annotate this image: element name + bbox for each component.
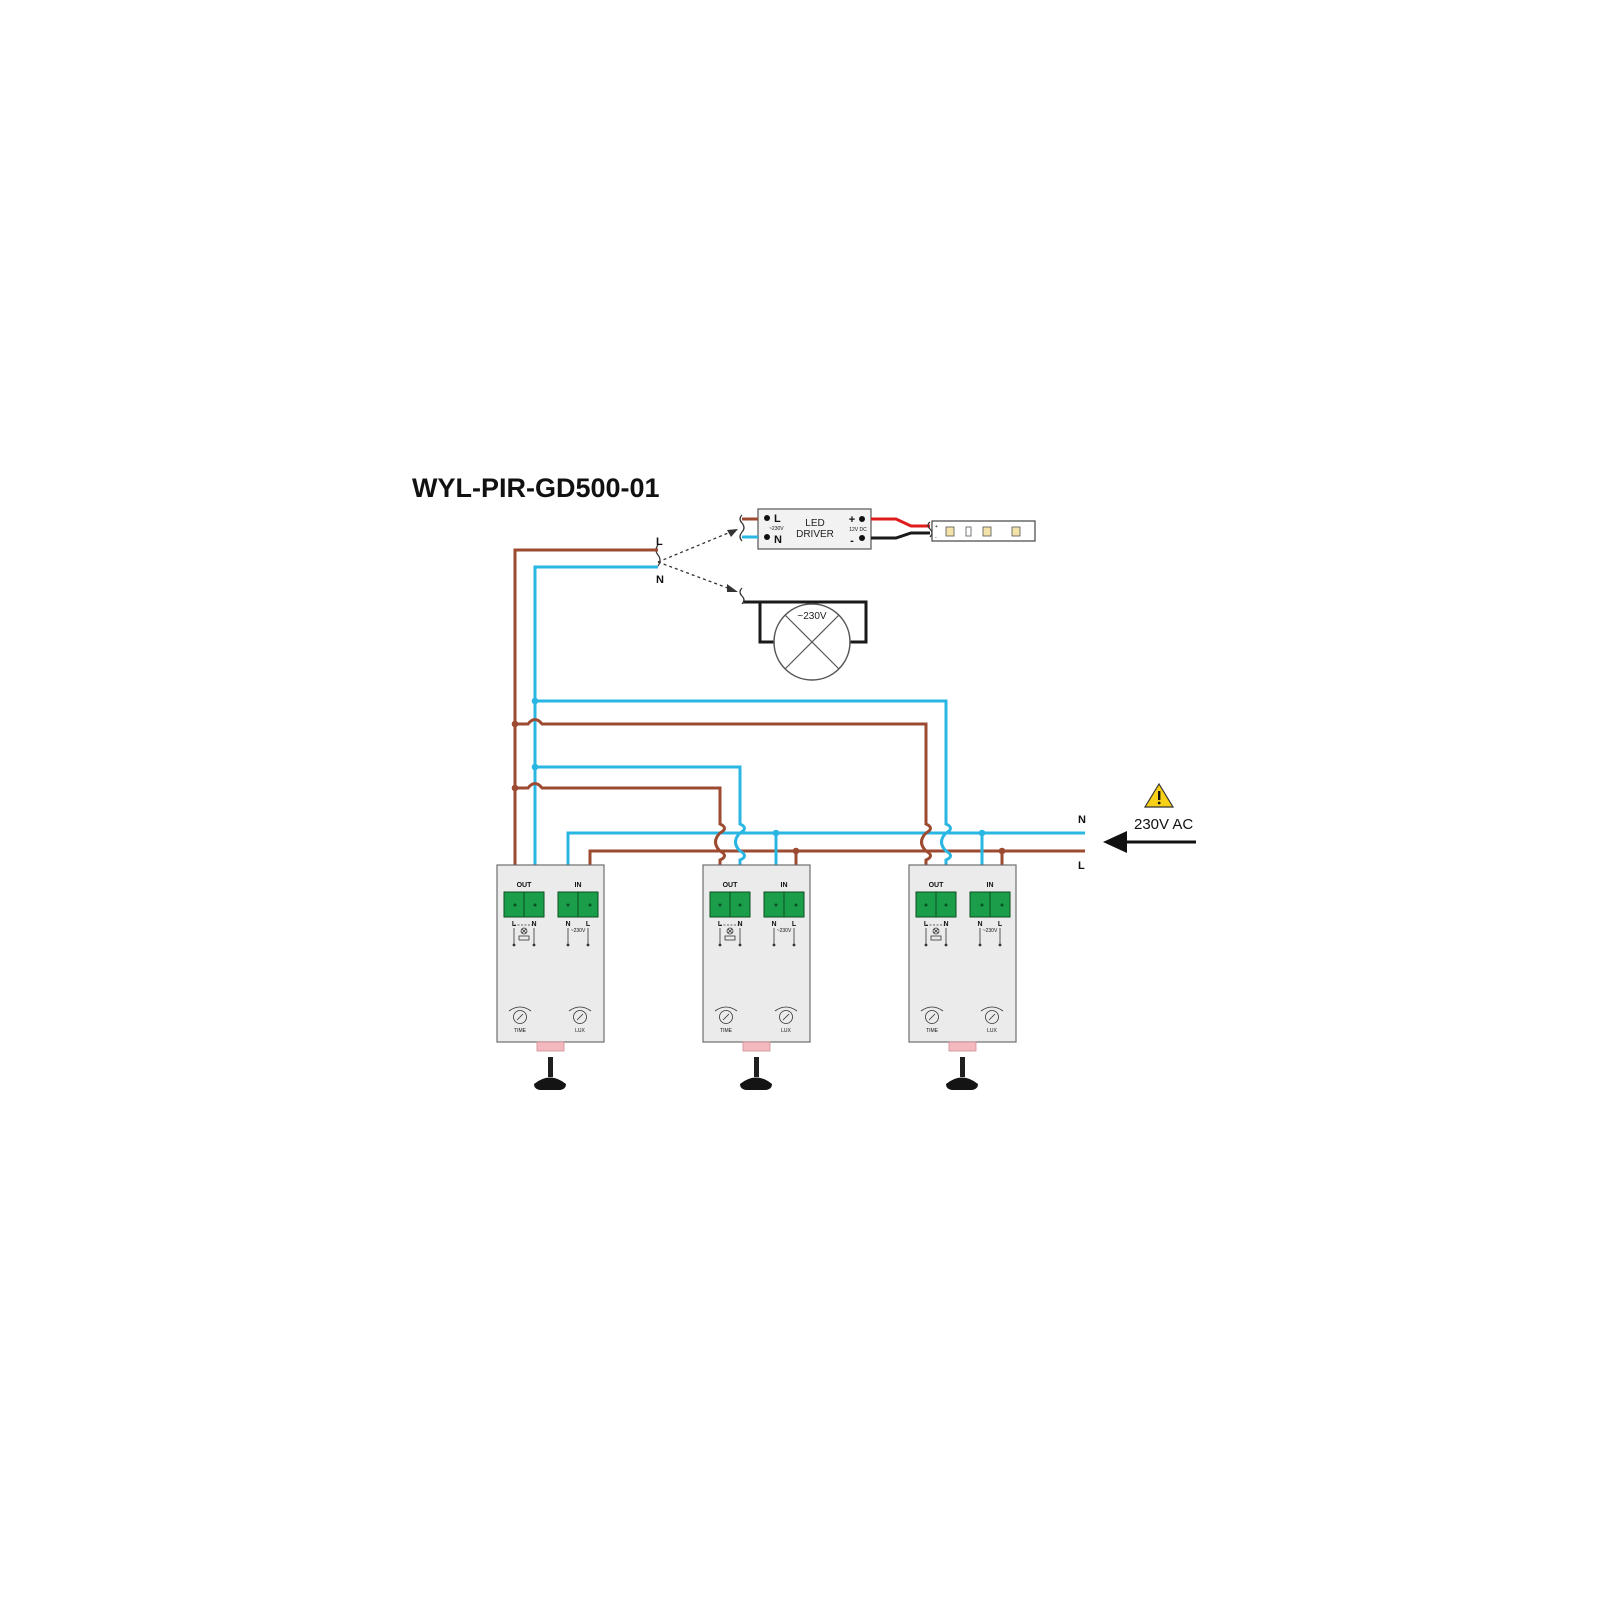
load-n-label: N: [656, 574, 664, 586]
out-label: OUT: [723, 882, 739, 889]
lux-label: LUX: [987, 1028, 997, 1034]
in-label: IN: [987, 882, 994, 889]
load-l-label: L: [656, 536, 663, 548]
sensor-3: OUT IN L N N L ~230V TIME LUX: [908, 864, 1017, 1091]
lux-label: LUX: [781, 1028, 791, 1034]
sensor2-out-live-link: [515, 782, 726, 905]
in-l-label: L: [998, 921, 1003, 928]
led-strip: + -: [931, 520, 1036, 542]
lamp-voltage-label: ~230V: [797, 611, 827, 622]
arrowhead-icon: [727, 529, 738, 537]
driver-positive-lead: [871, 517, 930, 528]
led-chip-icon: [1011, 526, 1021, 537]
lux-label: LUX: [575, 1028, 585, 1034]
out-l-label: L: [924, 921, 929, 928]
sensor3-out-live-link: [515, 718, 932, 905]
driver-n-label: N: [774, 534, 782, 546]
out-label: OUT: [517, 882, 533, 889]
supply-n-label: N: [1078, 814, 1086, 826]
driver-l-label: L: [774, 513, 781, 525]
lamp-icon: [773, 603, 851, 681]
sensor2-out-neutral-link: [535, 765, 746, 905]
supply-note: ~230V: [777, 928, 792, 934]
supply-l-label: L: [1078, 860, 1085, 872]
out-l-label: L: [512, 921, 517, 928]
in-label: IN: [575, 882, 582, 889]
supply-note: ~230V: [571, 928, 586, 934]
out-n-label: N: [943, 921, 948, 928]
in-n-label: N: [977, 921, 982, 928]
driver-title-line1: LED: [805, 518, 824, 529]
load-neutral-bus: [533, 565, 658, 905]
strip-plus-label: +: [935, 524, 938, 530]
leader-to-driver: [657, 530, 734, 563]
driver-input-note: ~230V: [769, 526, 784, 532]
driver-plus-label: +: [849, 514, 855, 526]
driver-output-note: 12V DC: [849, 527, 867, 533]
strip-minus-label: -: [935, 535, 937, 541]
out-n-label: N: [737, 921, 742, 928]
in-l-label: L: [586, 921, 591, 928]
driver-lead-break-icon: [739, 514, 745, 542]
led-driver: L ~230V N LED DRIVER + 12V DC -: [757, 508, 872, 550]
in-n-label: N: [565, 921, 570, 928]
sensor3-out-neutral-link: [535, 699, 952, 905]
arrowhead-icon: [727, 584, 738, 592]
out-n-label: N: [531, 921, 536, 928]
lamp-lead-break-icon: [739, 587, 745, 605]
driver-minus-label: -: [850, 535, 854, 547]
driver-negative-lead: [871, 531, 930, 540]
diagram-title: WYL-PIR-GD500-01: [412, 473, 660, 503]
sensor-1: OUT IN L N N L ~230V TIME LUX: [496, 864, 605, 1091]
driver-title-line2: DRIVER: [796, 529, 834, 540]
wire-junctions: [511, 697, 1006, 855]
led-chip-icon: [945, 526, 955, 537]
in-l-label: L: [792, 921, 797, 928]
lamp-wire: [743, 600, 868, 644]
warning-triangle-icon: [1143, 782, 1175, 808]
in-n-label: N: [771, 921, 776, 928]
time-label: TIME: [720, 1028, 733, 1034]
time-label: TIME: [514, 1028, 527, 1034]
arrow-left-icon: [1103, 831, 1196, 853]
sensor-2: OUT IN L N N L ~230V TIME LUX: [702, 864, 811, 1091]
supply-note: ~230V: [983, 928, 998, 934]
time-label: TIME: [926, 1028, 939, 1034]
leader-to-lamp: [657, 561, 734, 591]
in-label: IN: [781, 882, 788, 889]
out-label: OUT: [929, 882, 945, 889]
led-chip-icon: [982, 526, 992, 537]
supply-voltage-label: 230V AC: [1134, 816, 1193, 833]
terminal-entry-points: [513, 903, 1004, 907]
resistor-icon: [965, 526, 972, 537]
out-l-label: L: [718, 921, 723, 928]
load-terminal-break-icon: [655, 544, 661, 567]
